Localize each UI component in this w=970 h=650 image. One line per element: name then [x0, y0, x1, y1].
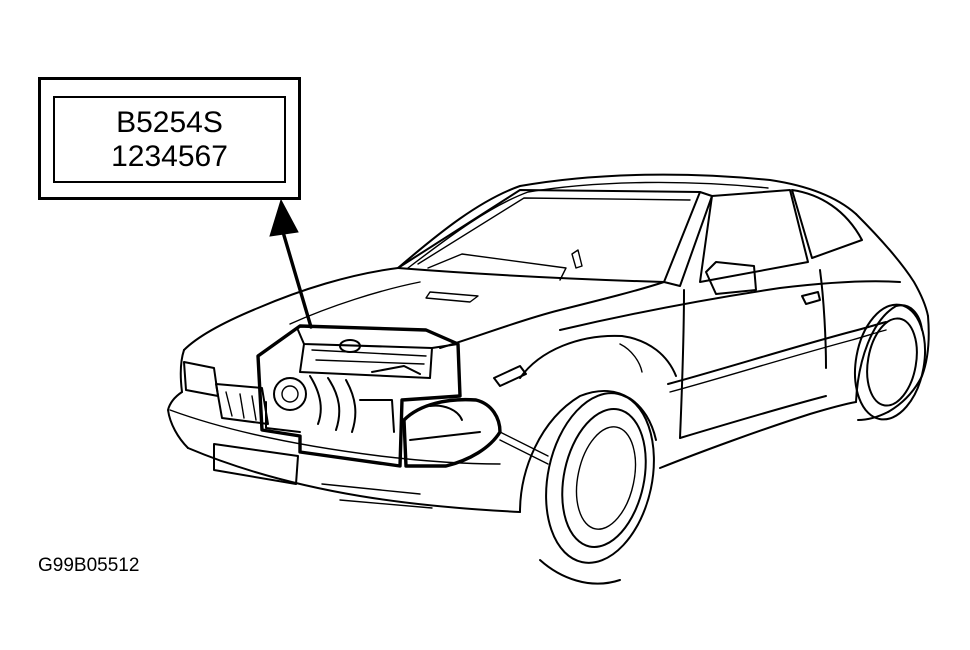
car-hood-front	[167, 267, 665, 513]
right-headlight	[402, 397, 549, 468]
engine-code-label-plate: B5254S 1234567	[38, 77, 301, 200]
fender-lines	[519, 334, 677, 379]
engine-serial-number: 1234567	[111, 139, 228, 173]
car-body-outline	[397, 173, 930, 469]
rear-wheel	[854, 303, 926, 421]
figure-reference-code: G99B05512	[38, 555, 140, 576]
pointer-arrow	[269, 198, 313, 329]
engine-code-label-inner-frame: B5254S 1234567	[53, 96, 286, 183]
front-wheel	[519, 390, 657, 585]
engine-type-code: B5254S	[116, 105, 223, 139]
car-windows	[397, 189, 863, 295]
engine-bay	[256, 324, 462, 468]
